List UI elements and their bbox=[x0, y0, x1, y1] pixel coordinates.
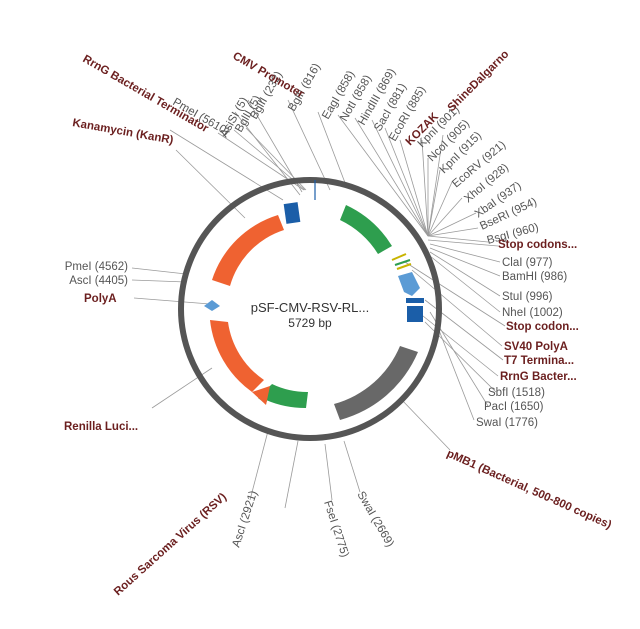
feature-label: PolyA bbox=[84, 293, 117, 305]
leader-line bbox=[371, 119, 429, 237]
feature-label: T7 Termina... bbox=[504, 355, 574, 367]
leader-line bbox=[421, 139, 429, 237]
leader-line bbox=[287, 99, 331, 191]
site-label: AscI (4405) bbox=[69, 275, 128, 287]
site-label: AscI (2921) bbox=[230, 489, 260, 549]
leader-line bbox=[417, 311, 499, 377]
site-label: FseI (2775) bbox=[321, 499, 351, 559]
kanamycin-feature bbox=[212, 215, 284, 286]
leader-line bbox=[427, 239, 499, 247]
stop-codons-marker bbox=[394, 259, 411, 266]
leader-lines bbox=[131, 99, 506, 509]
plasmid-name: pSF-CMV-RSV-RL... bbox=[251, 300, 369, 315]
site-label: SwaI (1776) bbox=[476, 417, 538, 429]
leader-line bbox=[384, 127, 429, 237]
pmb1-origin-feature bbox=[334, 346, 418, 420]
leader-line bbox=[429, 247, 501, 277]
leader-line bbox=[399, 397, 451, 451]
site-label: SwaI (2669) bbox=[354, 490, 395, 550]
leader-line bbox=[427, 235, 489, 243]
leader-line bbox=[427, 169, 441, 237]
leader-line bbox=[343, 440, 361, 493]
site-labels-left: PmeI (4562) AscI (4405) bbox=[65, 261, 128, 287]
leader-line bbox=[429, 251, 501, 297]
stop-codon-feature bbox=[398, 272, 420, 296]
leader-line bbox=[427, 197, 463, 237]
leader-line bbox=[411, 269, 503, 347]
site-label: BamHI (986) bbox=[502, 271, 567, 283]
site-label: SbfI (1518) bbox=[488, 387, 545, 399]
leader-line bbox=[131, 279, 187, 283]
features bbox=[204, 180, 424, 420]
polya-feature bbox=[204, 300, 220, 311]
leader-line bbox=[337, 114, 429, 237]
leader-line bbox=[427, 134, 444, 237]
site-labels-right: ClaI (977) BamHI (986) StuI (996) NheI (… bbox=[476, 257, 567, 429]
leader-line bbox=[133, 297, 211, 305]
site-label: NheI (1002) bbox=[502, 307, 563, 319]
t7-terminator-feature bbox=[407, 306, 423, 322]
leader-line bbox=[427, 181, 453, 237]
feature-label: Kanamycin (KanR) bbox=[71, 117, 174, 147]
feature-label: RrnG Bacter... bbox=[500, 371, 577, 383]
sv40-polya-feature bbox=[406, 298, 424, 303]
feature-label: ShineDalgarno bbox=[446, 48, 512, 114]
kozak-marker bbox=[391, 253, 407, 261]
renilla-luciferase-tip bbox=[252, 386, 270, 405]
renilla-luciferase-feature bbox=[210, 320, 264, 392]
feature-label: Rous Sarcoma Virus (RSV) bbox=[112, 491, 229, 598]
feature-label: Stop codons... bbox=[498, 239, 577, 251]
leader-line bbox=[399, 139, 429, 237]
rrng-terminator-feature bbox=[283, 202, 301, 224]
plasmid-backbone bbox=[178, 177, 442, 441]
leader-line bbox=[429, 255, 501, 313]
leader-line bbox=[429, 243, 501, 263]
leader-line bbox=[131, 267, 187, 275]
feature-label: Renilla Luci... bbox=[64, 421, 138, 433]
leader-line bbox=[354, 117, 429, 237]
leader-line bbox=[427, 227, 479, 237]
feature-label: SV40 PolyA bbox=[504, 341, 568, 353]
site-label: ClaI (977) bbox=[502, 257, 553, 269]
leader-line bbox=[427, 212, 477, 237]
leader-line bbox=[317, 111, 348, 189]
site-labels-bottom: SwaI (2669) FseI (2775) AscI (2921) bbox=[230, 489, 395, 559]
cmv-promoter-arc bbox=[340, 205, 392, 254]
site-label: StuI (996) bbox=[502, 291, 553, 303]
leader-line bbox=[151, 367, 213, 409]
feature-label: Stop codon... bbox=[506, 321, 579, 333]
site-label: PacI (1650) bbox=[484, 401, 544, 413]
leader-line bbox=[284, 440, 299, 509]
rsv-promoter-feature bbox=[266, 384, 308, 409]
leader-line bbox=[404, 261, 506, 327]
plasmid-length: 5729 bp bbox=[288, 316, 332, 330]
leader-line bbox=[324, 443, 333, 501]
site-label: PmeI (4562) bbox=[65, 261, 128, 273]
feature-label: pMB1 (Bacterial, 500-800 copies) bbox=[445, 448, 614, 532]
leader-line bbox=[434, 319, 475, 421]
leader-line bbox=[249, 430, 269, 501]
shine-dalgarno-marker bbox=[396, 263, 412, 270]
